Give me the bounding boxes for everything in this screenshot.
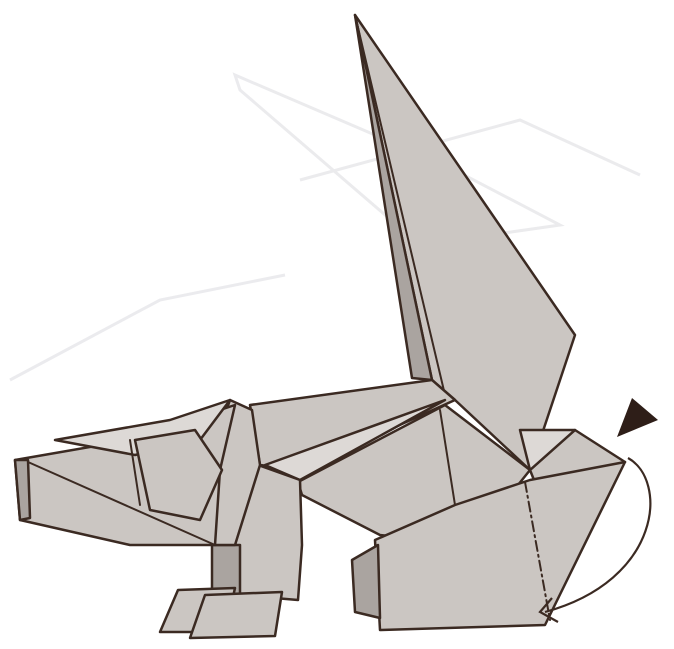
triangle-pointer-icon — [617, 398, 658, 437]
front-foot-right — [190, 592, 282, 638]
snout-edge — [15, 460, 30, 520]
hind-foot — [352, 545, 380, 618]
origami-figure — [15, 15, 625, 638]
